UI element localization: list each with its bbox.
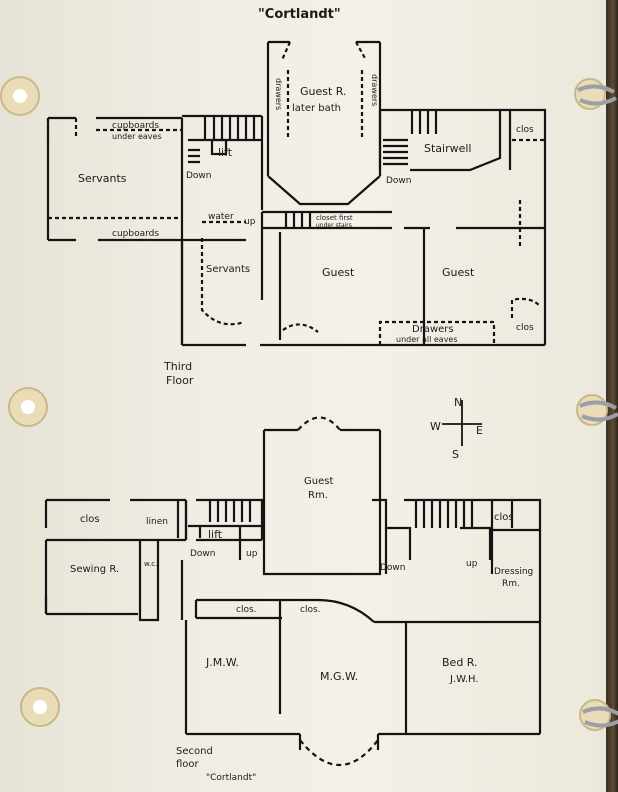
label-down-left-second: Down: [190, 549, 216, 559]
label-second-floor-l1: Second: [176, 746, 213, 757]
label-cupboards-under-eaves-l1: cupboards: [112, 121, 159, 131]
label-cupboards-under-eaves-l2: under eaves: [112, 132, 162, 141]
label-dressing-rm-l1: Dressing: [494, 567, 533, 577]
label-mgw: M.G.W.: [320, 670, 358, 683]
label-cupboards-lower: cupboards: [112, 229, 159, 239]
label-drawers-left: drawers: [274, 78, 283, 110]
label-clos-center-b: clos.: [300, 605, 321, 615]
label-second-floor-l2: floor: [176, 759, 200, 770]
label-up-left-second: up: [246, 549, 258, 559]
compass-rose: [442, 400, 482, 446]
label-guest-r-l2: later bath: [292, 103, 341, 114]
label-linen: linen: [146, 517, 168, 527]
compass-east-label: E: [476, 424, 483, 437]
compass-north-label: N: [454, 396, 462, 409]
label-drawers-under-eaves-l2: under all eaves: [396, 335, 458, 344]
label-down-center-third: Down: [386, 176, 412, 186]
label-second-floor-l3: "Cortlandt": [206, 773, 256, 783]
label-clos-left: clos: [80, 514, 100, 525]
label-up-third: up: [244, 217, 256, 227]
label-stairwell: Stairwell: [424, 142, 472, 155]
label-third-floor-l1: Third: [163, 360, 192, 373]
label-drawers-right: drawers: [370, 74, 379, 106]
label-dressing-rm-l2: Rm.: [502, 579, 520, 589]
label-servants-left: Servants: [78, 172, 127, 185]
compass-west-label: W: [430, 420, 441, 433]
label-bed-r-l1: Bed R.: [442, 656, 478, 669]
binder-holes: [0, 76, 618, 731]
label-closet-l2: under stairs: [316, 222, 352, 229]
label-down-right-second: Down: [380, 563, 406, 573]
binder-edge: [606, 0, 618, 792]
label-guest-center: Guest: [322, 266, 355, 279]
label-clos-top-right: clos: [516, 125, 534, 135]
third-floor-walls: [46, 40, 547, 347]
compass-south-label: S: [452, 448, 459, 461]
label-third-floor-l2: Floor: [166, 374, 194, 387]
label-clos-bottom-right: clos: [516, 323, 534, 333]
second-floor-walls: [44, 416, 542, 766]
label-up-right-second: up: [466, 559, 478, 569]
label-guest-rm-l2: Rm.: [308, 490, 328, 501]
label-wc: w.c.: [144, 560, 157, 568]
label-lift-third: lift: [218, 146, 233, 159]
label-sewing-r: Sewing R.: [70, 564, 119, 575]
label-guest-r-l1: Guest R.: [300, 85, 347, 98]
label-closet-l1: closet first: [316, 214, 353, 222]
label-guest-right: Guest: [442, 266, 475, 279]
label-clos-center-a: clos.: [236, 605, 257, 615]
label-down-left-third: Down: [186, 171, 212, 181]
label-servants-room: Servants: [206, 264, 250, 275]
label-bed-r-l2: J.W.H.: [449, 674, 479, 685]
label-lift-second: lift: [208, 528, 223, 541]
label-drawers-under-eaves-l1: Drawers: [412, 324, 454, 335]
label-guest-rm-l1: Guest: [304, 476, 333, 487]
page-title: "Cortlandt": [258, 7, 341, 22]
label-clos-right: clos: [494, 512, 514, 523]
label-jmw: J.M.W.: [205, 656, 239, 669]
label-water: water: [208, 212, 234, 222]
